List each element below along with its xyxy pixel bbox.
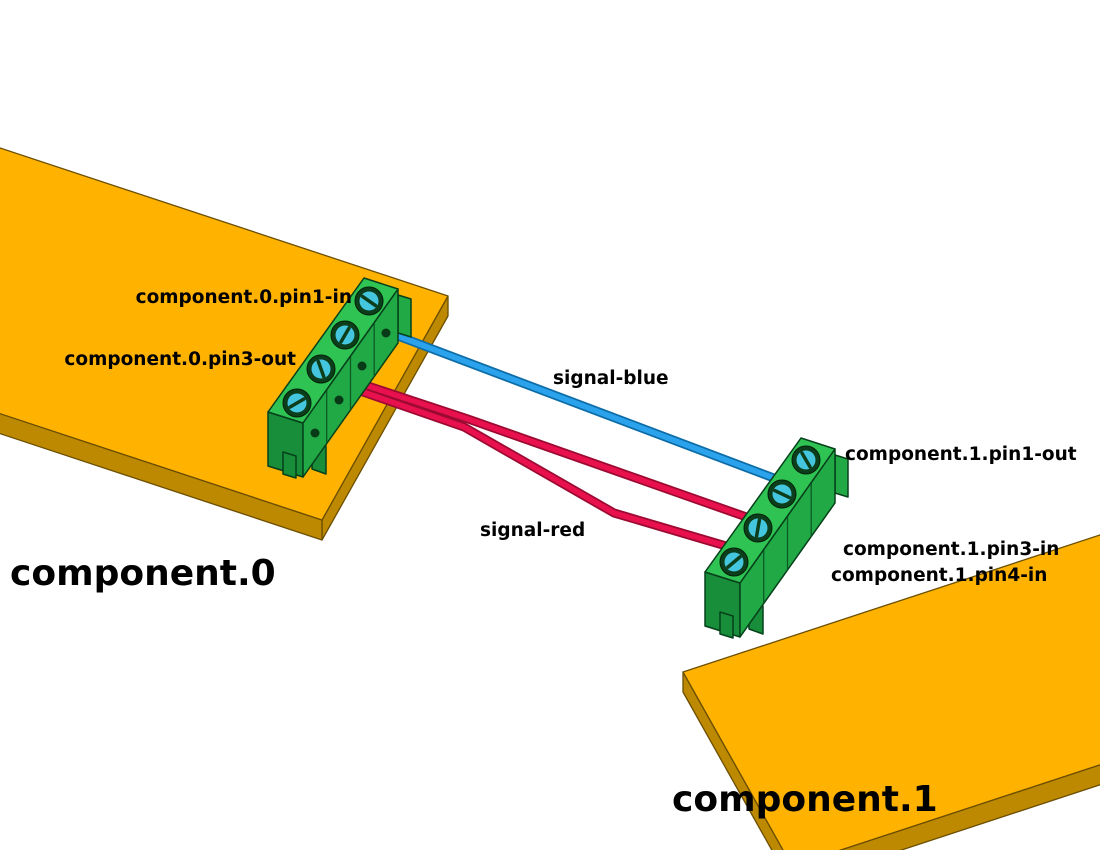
connector-0-wire-entry-2: [357, 361, 367, 371]
label-component-1-pin3-in: component.1.pin3-in: [843, 539, 1059, 560]
connector-0-wire-entry-3: [334, 395, 344, 405]
connector-0-screw-3: [306, 354, 336, 384]
screw-slot: [316, 359, 326, 379]
label-component-0-pin3-out: component.0.pin3-out: [64, 349, 296, 370]
signal-red-wire: [358, 380, 777, 561]
connector-0-mount-fin: [397, 294, 412, 338]
connector-1-screw-2: [767, 479, 797, 509]
label-component-0-pin1-in: component.0.pin1-in: [136, 287, 352, 308]
label-component-1: component.1: [672, 779, 938, 820]
label-component-1-pin1-out: component.1.pin1-out: [845, 444, 1077, 465]
signal-blue-wire-core: [387, 330, 798, 489]
connector-0-foot-2: [282, 451, 297, 479]
signal-blue-wire: [385, 328, 800, 491]
label-signal-blue: signal-blue: [553, 368, 669, 389]
terminal-block-component-0: [267, 277, 412, 479]
connector-0-screw-2: [330, 320, 360, 350]
board-component-1: [682, 534, 1100, 850]
connector-0-screw-1: [354, 286, 384, 316]
label-component-0: component.0: [10, 553, 276, 594]
signal-red-wire-b-core: [360, 389, 763, 559]
terminal-block-component-1: [704, 437, 849, 639]
screw-slot: [288, 397, 306, 409]
screw-slot: [360, 294, 378, 308]
connector-0-screw-4: [282, 388, 312, 418]
board-1-top-face: [682, 534, 1100, 850]
label-component-1-pin4-in: component.1.pin4-in: [831, 565, 1047, 586]
screw-slot: [754, 518, 762, 538]
connector-0-wire-entry-1: [381, 328, 391, 338]
screw-slot: [339, 326, 351, 344]
connector-1-screw-1: [791, 445, 821, 475]
signal-red-wire-a-core: [362, 382, 775, 529]
connector-1-top-face: [704, 437, 836, 584]
connector-1-foot-2: [719, 611, 734, 639]
screw-slot: [800, 451, 812, 469]
label-signal-red: signal-red: [480, 520, 585, 541]
connector-1-screw-3: [743, 513, 773, 543]
screw-slot: [773, 488, 791, 500]
connector-0-wire-entry-4: [310, 428, 320, 438]
screw-slot: [726, 555, 742, 569]
connector-1-screw-4: [719, 547, 749, 577]
